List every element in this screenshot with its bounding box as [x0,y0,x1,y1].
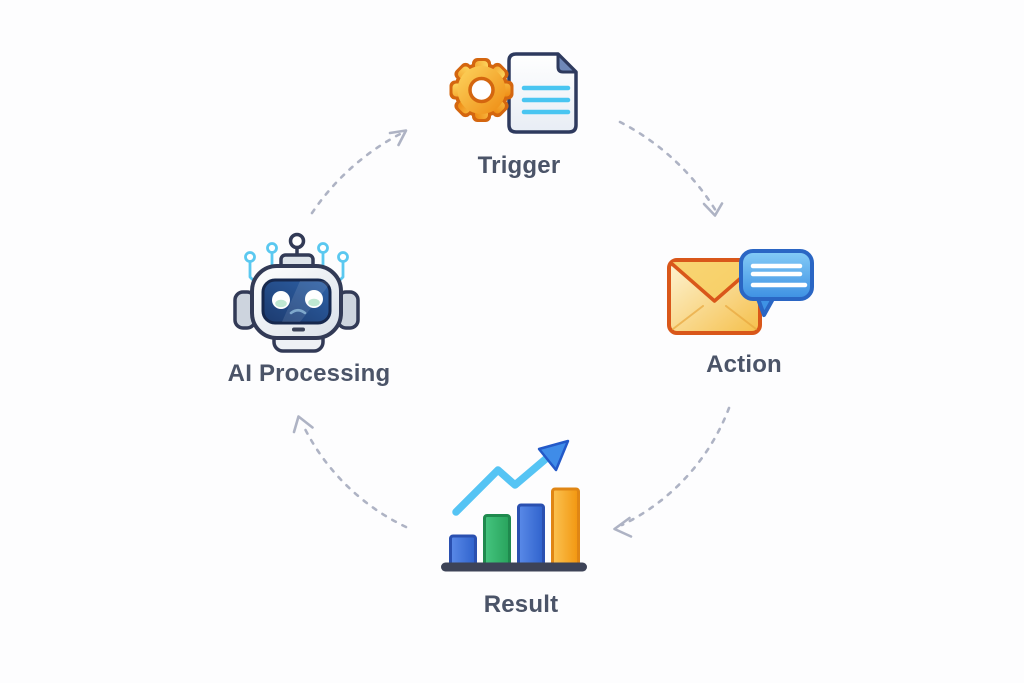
envelope-creases [672,305,757,330]
envelope-chat-bubble-icon [667,249,814,335]
connector-result-to-ai [301,423,408,529]
robot-antenna-ball [288,232,306,250]
action-label: Action [706,351,782,378]
gear-center-hole [468,76,495,104]
ai-processing-label: AI Processing [227,360,391,387]
arrowhead-result-to-ai [292,415,314,434]
result-label: Result [483,591,559,618]
robot-pupil-right [308,298,320,307]
connector-arrows [292,120,731,538]
robot-circuit-dots [244,242,349,263]
chat-bubble-text-lines [750,263,808,288]
arrowhead-ai-to-trigger [388,129,408,147]
chart-bar-2-green [483,514,511,570]
growth-zigzag-line [452,453,552,516]
connector-ai-to-trigger [310,131,404,215]
robot-pupil-left [275,299,287,308]
chart-baseline [441,562,587,572]
envelope-flap-shade [671,262,758,301]
connector-action-to-result [620,406,731,527]
chart-bar-4-orange [551,487,580,570]
document-text-lines [521,85,571,115]
chart-bar-3-blue [517,503,545,570]
robot-icon [233,232,360,353]
trigger-label: Trigger [477,152,561,179]
arrowhead-trigger-to-action [702,202,724,217]
robot-speaker-slot [292,327,305,332]
bar-chart-growth-arrow-icon [441,439,587,572]
growth-arrowhead [537,439,570,472]
document-fold-corner [556,52,578,74]
arrowhead-action-to-result [613,516,633,538]
robot-frown-mouth [289,308,307,315]
gear-document-icon [449,52,578,134]
connector-trigger-to-action [618,120,718,213]
